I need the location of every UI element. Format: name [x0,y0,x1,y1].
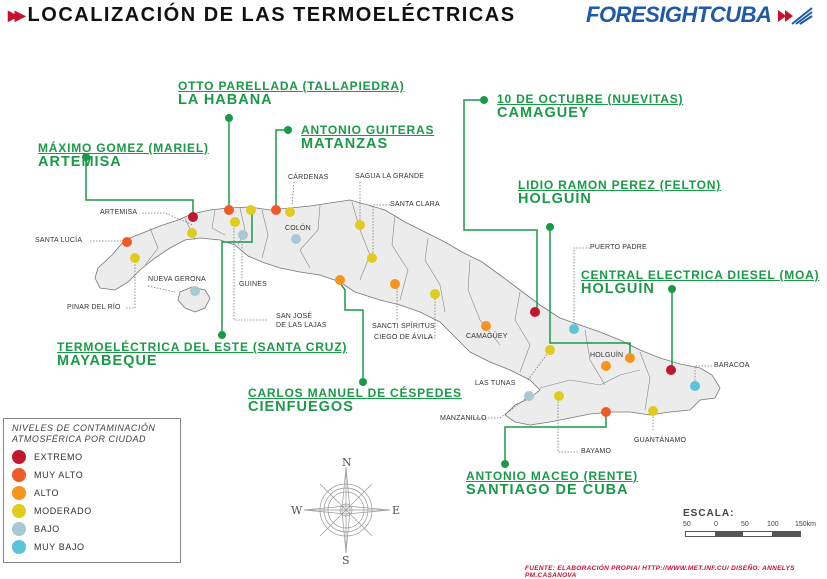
city-label-gerona: NUEVA GERONA [148,276,206,283]
city-label-santa-lucia: SANTA LUCÍA [35,237,83,244]
dot-santa-clara [367,253,377,263]
dot-santiago [601,407,611,417]
scale-ticks: 50 0 50 100 150km [683,521,817,528]
dot-santa-lucia [122,237,132,247]
city-label-cardenas: CÁRDENAS [288,174,329,181]
scale-title: ESCALA: [683,508,735,519]
legend-item-muy-bajo: MUY BAJO [12,538,172,556]
dot-icon [12,467,26,482]
dot-nuevitas [530,307,540,317]
double-arrow-icon: ▶▶ [8,7,25,23]
city-label-baracoa: BARACOA [714,362,750,369]
dot-baracoa [690,381,700,391]
brand-logo-text: FORESIGHTCUBA [586,2,772,27]
plant-maximo-gomez: MÁXIMO GOMEZ (MARIEL) ARTEMISA [38,141,209,170]
plant-antonio-guiteras: ANTONIO GUITERAS MATANZAS [301,123,435,152]
dot-icon [12,539,26,554]
plant-10-de-octubre: 10 DE OCTUBRE (NUEVITAS) CAMAGÜEY [497,92,684,121]
legend-item-moderado: MODERADO [12,502,172,520]
city-label-ciego: CIEGO DE ÁVILA [374,334,433,341]
page-title-text: LOCALIZACIÓN DE LAS TERMOELÉCTRICAS [27,4,516,26]
city-label-holguin: HOLGUÍN [590,352,624,359]
legend-item-muy-alto: MUY ALTO [12,466,172,484]
dot-cienfuegos [335,275,345,285]
city-label-camaguey: CAMAGÜEY [466,333,508,340]
dot-moa [666,365,676,375]
city-label-puerto-padre: PUERTO PADRE [590,244,647,251]
dot-puerto-padre [569,324,579,334]
dot-las-tunas [545,345,555,355]
dot-manzanillo [524,391,534,401]
legend-title-line2: ATMOSFÉRICA POR CIUDAD [12,433,147,444]
dot-artemisa [188,212,198,222]
dot-habana-3 [230,217,240,227]
city-label-manzanillo: MANZANILLO [440,415,487,422]
dot-sagua [355,220,365,230]
source-credit: FUENTE: ELABORACIÓN PROPIA/ HTTP://WWW.M… [525,565,795,579]
dot-icon [12,503,26,518]
city-label-las-tunas: LAS TUNAS [475,380,516,387]
legend-item-alto: ALTO [12,484,172,502]
dot-matanzas [271,205,281,215]
city-label-guantanamo: GUANTÁNAMO [634,437,687,444]
dot-icon [12,485,26,500]
plant-termoelectrica-este: TERMOELÉCTRICA DEL ESTE (SANTA CRUZ) MAY… [57,340,348,369]
city-label-artemisa: ARTEMISA [100,209,138,216]
dot-colon [291,234,301,244]
compass-e: E [392,504,400,517]
city-label-bayamo: BAYAMO [581,448,612,455]
plant-antonio-maceo: ANTONIO MACEO (RENTE) SANTIAGO DE CUBA [466,469,638,498]
dot-bayamo [554,391,564,401]
scale-bar [685,531,801,537]
city-label-sanjose-1: SAN JOSÉ [276,313,313,320]
pollution-legend: NIVELES DE CONTAMINACIÓN ATMOSFÉRICA POR… [3,418,181,563]
plant-central-diesel-moa: CENTRAL ELECTRICA DIESEL (MOA) HOLGUÍN [581,268,820,297]
dot-habana-1 [224,205,234,215]
city-label-guines: GUINES [239,281,268,288]
dot-guines [238,230,248,240]
compass-s: S [342,554,350,565]
city-label-sagua: SAGUA LA GRANDE [355,173,425,180]
city-label-sancti: SANCTI SPÍRITUS [372,323,435,330]
map-scale: ESCALA: 50 0 50 100 150km [683,508,823,537]
dot-pinar [130,253,140,263]
city-label-santa-clara: SANTA CLARA [390,201,440,208]
dot-holguin [601,361,611,371]
city-label-pinar: PINAR DEL RÍO [67,304,121,311]
dot-cardenas [285,207,295,217]
dot-icon [12,521,26,536]
city-label-sanjose-2: DE LAS LAJAS [276,322,327,329]
dot-artemisa-2 [187,228,197,238]
plant-otto-parellada: OTTO PARELLADA (TALLAPIEDRA) LA HABANA [178,79,405,108]
page-title: ▶▶ LOCALIZACIÓN DE LAS TERMOELÉCTRICAS [8,4,516,27]
dot-icon [12,449,26,464]
legend-item-extremo: EXTREMO [12,448,172,466]
plant-carlos-manuel-cespedes: CARLOS MANUEL DE CÉSPEDES CIENFUEGOS [248,386,462,415]
foresight-arrows-logo-icon [778,7,813,25]
legend-title-line1: NIVELES DE CONTAMINACIÓN [12,423,156,433]
dot-sancti [390,279,400,289]
dot-guantanamo [648,406,658,416]
dot-camaguey [481,321,491,331]
legend-item-bajo: BAJO [12,520,172,538]
dot-felton [625,353,635,363]
compass-rose-icon: N S W E [291,456,400,565]
dot-habana-2 [246,205,256,215]
compass-w: W [291,504,303,517]
dot-ciego [430,289,440,299]
city-label-colon: COLÓN [285,225,311,232]
dot-gerona [190,286,200,296]
plant-lidio-ramon-perez: LIDIO RAMON PEREZ (FELTON) HOLGUÍN [518,178,722,207]
compass-n: N [342,456,352,469]
